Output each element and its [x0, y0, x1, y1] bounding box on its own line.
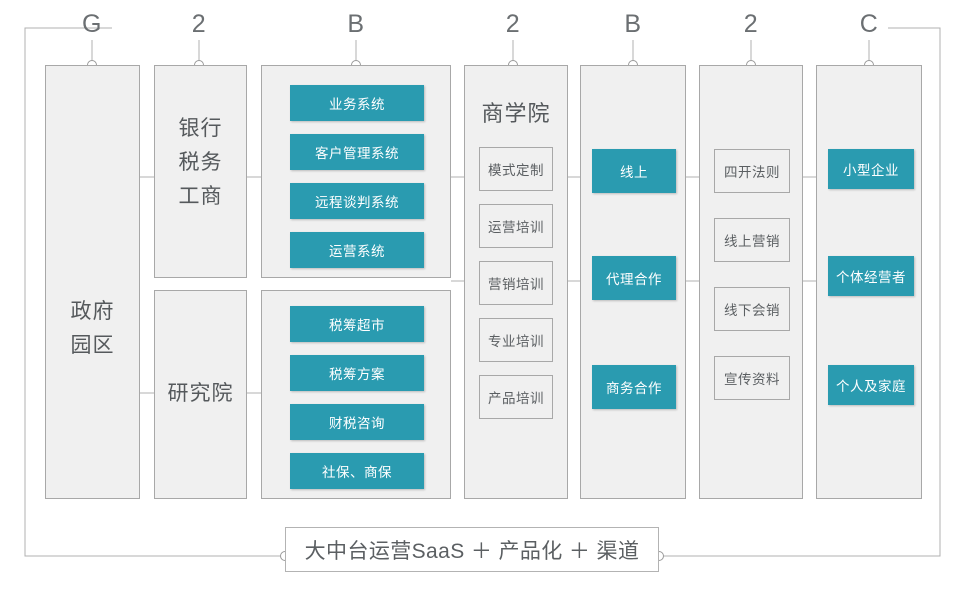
chip-business-system[interactable]: 业务系统: [290, 85, 424, 121]
chip-social-commercial-insurance[interactable]: 社保、商保: [290, 453, 424, 489]
chip-operation-system[interactable]: 运营系统: [290, 232, 424, 268]
chip-tax-planning-solution[interactable]: 税筹方案: [290, 355, 424, 391]
column-header-6: 2: [743, 10, 759, 38]
chip-finance-tax-consulting[interactable]: 财税咨询: [290, 404, 424, 440]
column-header-5: B: [624, 10, 642, 38]
chip-promotional-materials[interactable]: 宣传资料: [714, 356, 790, 400]
panel-research-institute[interactable]: 研究院: [154, 290, 247, 499]
chip-remote-negotiation-system[interactable]: 远程谈判系统: [290, 183, 424, 219]
panel-research-institute-label: 研究院: [167, 382, 234, 405]
chip-small-enterprise[interactable]: 小型企业: [828, 149, 914, 189]
footer-platform-label: 大中台运营SaaS ＋ 产品化 ＋ 渠道: [304, 539, 640, 563]
chip-offline-conference-sales[interactable]: 线下会销: [714, 287, 790, 331]
chip-product-training[interactable]: 产品培训: [479, 375, 553, 419]
panel-bank-tax-commerce[interactable]: 银行 税务 工商: [154, 65, 247, 278]
chip-agency-cooperation[interactable]: 代理合作: [592, 256, 676, 300]
column-header-7: C: [859, 10, 879, 38]
panel-online-cooperation[interactable]: 线上 代理合作 商务合作: [580, 65, 686, 499]
chip-four-open-principles[interactable]: 四开法则: [714, 149, 790, 193]
panel-business-school-label: 商学院: [481, 101, 551, 126]
column-header-2: 2: [191, 10, 207, 38]
panel-bank-tax-commerce-label: 银行 税务 工商: [178, 117, 223, 209]
panel-business-systems[interactable]: 业务系统 客户管理系统 远程谈判系统 运营系统: [261, 65, 451, 278]
panel-government[interactable]: 政府 园区: [45, 65, 140, 499]
column-header-3: B: [347, 10, 365, 38]
panel-business-school[interactable]: 商学院 模式定制 运营培训 营销培训 专业培训 产品培训: [464, 65, 568, 499]
chip-individual-and-family[interactable]: 个人及家庭: [828, 365, 914, 405]
chip-individual-operator[interactable]: 个体经营者: [828, 256, 914, 296]
chip-business-cooperation[interactable]: 商务合作: [592, 365, 676, 409]
column-header-4: 2: [505, 10, 521, 38]
chip-marketing-training[interactable]: 营销培训: [479, 261, 553, 305]
chip-operation-training[interactable]: 运营培训: [479, 204, 553, 248]
panel-customer-segments[interactable]: 小型企业 个体经营者 个人及家庭: [816, 65, 922, 499]
chip-online[interactable]: 线上: [592, 149, 676, 193]
panel-tax-services[interactable]: 税筹超市 税筹方案 财税咨询 社保、商保: [261, 290, 451, 499]
chip-online-marketing[interactable]: 线上营销: [714, 218, 790, 262]
chip-model-customization[interactable]: 模式定制: [479, 147, 553, 191]
footer-platform-bar[interactable]: 大中台运营SaaS ＋ 产品化 ＋ 渠道: [285, 527, 659, 572]
panel-marketing-methods[interactable]: 四开法则 线上营销 线下会销 宣传资料: [699, 65, 803, 499]
chip-tax-planning-market[interactable]: 税筹超市: [290, 306, 424, 342]
chip-customer-management-system[interactable]: 客户管理系统: [290, 134, 424, 170]
column-header-1: G: [82, 10, 102, 38]
chip-professional-training[interactable]: 专业培训: [479, 318, 553, 362]
panel-government-label: 政府 园区: [70, 300, 115, 358]
